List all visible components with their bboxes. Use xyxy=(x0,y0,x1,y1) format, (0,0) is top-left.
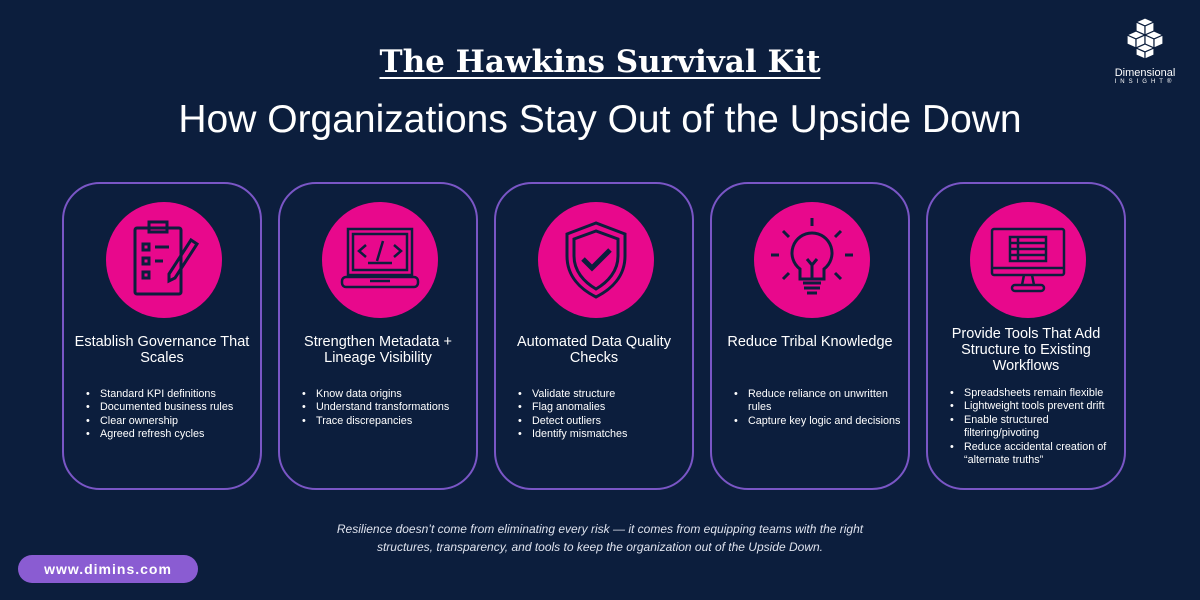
list-item: Reduce accidental creation of “alternate… xyxy=(948,441,1118,468)
clipboard-checklist-icon xyxy=(106,202,222,318)
card-data-quality: Automated Data Quality Checks Validate s… xyxy=(494,182,694,490)
list-item: Reduce reliance on unwritten rules xyxy=(732,388,902,415)
card-governance: Establish Governance That Scales Standar… xyxy=(62,182,262,490)
card-tribal-knowledge: Reduce Tribal Knowledge Reduce reliance … xyxy=(710,182,910,490)
list-item: Detect outliers xyxy=(516,415,686,429)
list-item: Standard KPI definitions xyxy=(84,388,254,402)
card-title: Establish Governance That Scales xyxy=(74,334,250,366)
bullet-list: Spreadsheets remain flexible Lightweight… xyxy=(948,387,1118,467)
card-title: Strengthen Metadata + Lineage Visibility xyxy=(304,334,452,366)
list-item: Enable structured filtering/pivoting xyxy=(948,414,1118,441)
lightbulb-icon xyxy=(754,202,870,318)
company-logo: Dimensional INSIGHT® xyxy=(1100,16,1190,85)
logo-name: Dimensional xyxy=(1114,67,1176,79)
bullet-list: Standard KPI definitions Documented busi… xyxy=(84,388,254,442)
bullet-list: Validate structure Flag anomalies Detect… xyxy=(516,388,686,442)
bullet-list: Reduce reliance on unwritten rules Captu… xyxy=(732,388,902,429)
bullet-list: Know data origins Understand transformat… xyxy=(300,388,470,429)
monitor-spreadsheet-icon xyxy=(970,202,1086,318)
page-subtitle: How Organizations Stay Out of the Upside… xyxy=(178,98,1022,141)
list-item: Know data origins xyxy=(300,388,470,402)
footer-quote: Resilience doesn’t come from eliminating… xyxy=(0,520,1200,556)
list-item: Trace discrepancies xyxy=(300,415,470,429)
list-item: Flag anomalies xyxy=(516,401,686,415)
list-item: Validate structure xyxy=(516,388,686,402)
list-item: Spreadsheets remain flexible xyxy=(948,387,1118,401)
card-metadata: Strengthen Metadata + Lineage Visibility… xyxy=(278,182,478,490)
logo-tagline: INSIGHT® xyxy=(1114,79,1176,85)
footer-line-1: Resilience doesn’t come from eliminating… xyxy=(336,522,864,536)
list-item: Identify mismatches xyxy=(516,428,686,442)
card-tools: Provide Tools That Add Structure to Exis… xyxy=(926,182,1126,490)
card-title: Reduce Tribal Knowledge xyxy=(727,334,893,350)
list-item: Understand transformations xyxy=(300,401,470,415)
list-item: Documented business rules xyxy=(84,401,254,415)
shield-check-icon xyxy=(538,202,654,318)
website-link[interactable]: www.dimins.com xyxy=(18,555,198,583)
cubes-logo-icon xyxy=(1125,17,1165,60)
page-title: The Hawkins Survival Kit xyxy=(379,44,821,80)
card-title: Automated Data Quality Checks xyxy=(517,334,671,366)
footer-line-2: structures, transparency, and tools to k… xyxy=(376,540,824,554)
list-item: Agreed refresh cycles xyxy=(84,428,254,442)
list-item: Capture key logic and decisions xyxy=(732,415,902,429)
card-title: Provide Tools That Add Structure to Exis… xyxy=(951,326,1101,374)
list-item: Clear ownership xyxy=(84,415,254,429)
laptop-code-icon xyxy=(322,202,438,318)
list-item: Lightweight tools prevent drift xyxy=(948,400,1118,414)
